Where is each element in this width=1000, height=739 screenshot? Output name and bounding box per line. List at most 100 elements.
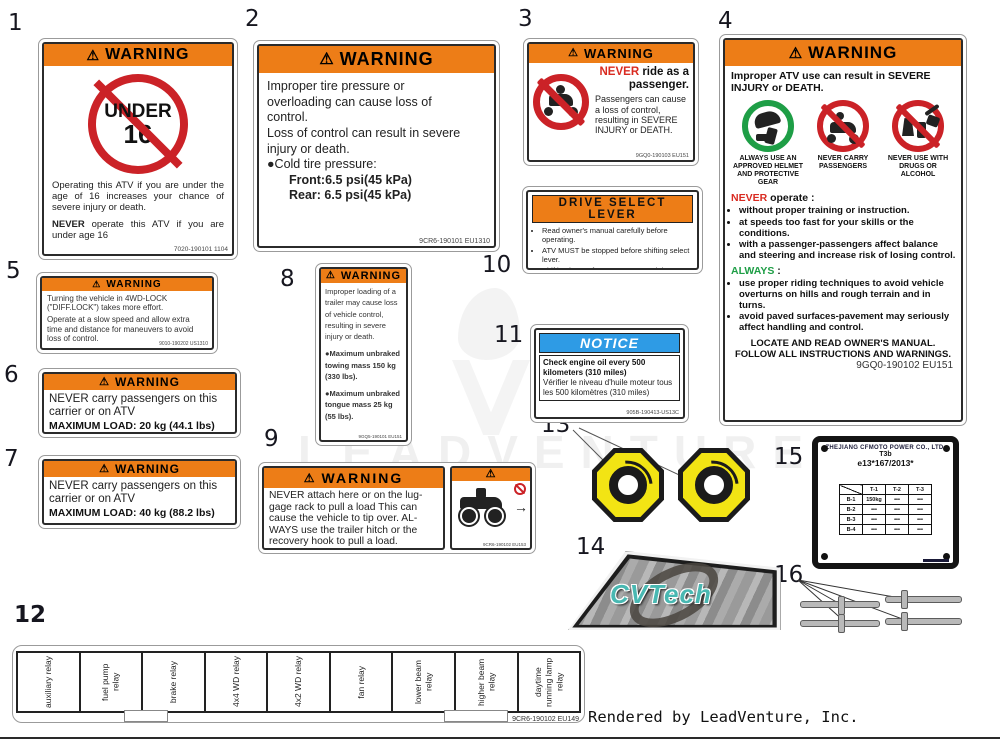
relay-cell: 4x2 WD relay — [268, 653, 331, 711]
warning-triangle-icon: ⚠ — [485, 468, 497, 480]
never-red: NEVER — [599, 66, 640, 78]
decal1-p2-rest: operate this ATV if you are under age 16 — [52, 219, 224, 241]
relay-label: 4x2 WD relay — [293, 656, 304, 708]
warning-title: WARNING — [105, 46, 190, 63]
decal9-part-code: 9CR6-190102 EU153 — [482, 542, 526, 547]
cvtech-logo: CVTech — [610, 579, 712, 609]
decal4-footer-line2: FOLLOW ALL INSTRUCTIONS AND WARNINGS. — [734, 348, 952, 360]
decal7-max-load: MAXIMUM LOAD: 40 kg (88.2 lbs) — [49, 507, 215, 520]
callout-8[interactable]: 8 — [280, 266, 295, 292]
relay-label: fuel pump relay — [100, 663, 121, 701]
table-cell: ••• — [908, 524, 932, 535]
warning-triangle-icon: ⚠ — [99, 375, 110, 388]
warning-header: ⚠ WARNING — [529, 44, 693, 63]
decal-4wd-lock-warning: ⚠ WARNING Turning the vehicle in 4WD-LOC… — [36, 272, 218, 354]
decal-trailer-loading-warning: ⚠ WARNING Improper loading of a trailer … — [315, 263, 412, 446]
warning-title: WARNING — [808, 43, 898, 62]
warning-title: WARNING — [114, 375, 180, 389]
decal8-tongue-mass: ●Maximum unbraked tongue mass 25 kg (55 … — [325, 389, 400, 421]
callout-1[interactable]: 1 — [8, 10, 23, 36]
relay-cell: fuel pump relay — [81, 653, 144, 711]
plate-type-approval-class: T3b — [879, 451, 892, 458]
callout-10[interactable]: 10 — [482, 252, 512, 278]
table-row-header: B-2 — [839, 504, 863, 515]
table-col-header: T-1 — [862, 484, 886, 495]
callout-6[interactable]: 6 — [4, 362, 19, 388]
table-cell: 150kg — [862, 494, 886, 505]
decal3-title-line2: passenger. — [628, 78, 689, 91]
render-credit: Rendered by LeadVenture, Inc. — [588, 708, 859, 726]
table-cell: ••• — [885, 494, 909, 505]
decal8-towing-mass: ●Maximum unbraked towing mass 150 kg (33… — [325, 349, 400, 381]
warning-triangle-icon: ⚠ — [568, 47, 580, 59]
relay-cell: fan relay — [331, 653, 394, 711]
relay-cell: lower beam relay — [393, 653, 456, 711]
decal-drive-select-lever: DRIVE SELECT LEVER Read owner's manual c… — [522, 186, 703, 274]
callout-11[interactable]: 11 — [494, 322, 524, 348]
cap-nut-octagon — [592, 448, 664, 522]
decal-engine-oil-notice: NOTICE Check engine oil every 500 kilome… — [530, 324, 689, 423]
decal1-paragraph-2: NEVER operate this ATV if you are under … — [44, 213, 232, 241]
warning-header: ⚠ WARNING — [725, 40, 961, 66]
callout-15[interactable]: 15 — [774, 444, 804, 470]
callout-14[interactable]: 14 — [576, 534, 606, 560]
relay-strip-tab — [124, 710, 168, 722]
leadventure-v-watermark — [452, 360, 530, 435]
decal-no-tow-point-warning: ⚠ WARNING NEVER attach here or on the lu… — [258, 462, 536, 554]
callout-2[interactable]: 2 — [245, 6, 260, 32]
never-item: without proper training or instruction. — [739, 206, 957, 217]
decal3-body: Passengers can cause a loss of control, … — [595, 94, 687, 136]
decal9-body: NEVER attach here or on the lug-gage rac… — [269, 490, 423, 548]
callout-16[interactable]: 16 — [774, 562, 804, 588]
warning-title: WARNING — [114, 462, 180, 476]
warning-triangle-icon: ⚠ — [99, 462, 110, 475]
table-col-header: T-3 — [908, 484, 932, 495]
table-cell: ••• — [862, 524, 886, 535]
drive-select-item: ATV MUST be stopped before shifting sele… — [542, 246, 693, 265]
callout-7[interactable]: 7 — [4, 446, 19, 472]
notice-english-text: Check engine oil every 500 kilometers (3… — [543, 358, 646, 377]
callout-12[interactable]: 12 — [14, 602, 47, 628]
decal-cvtech: CVTech — [568, 549, 781, 641]
cap-nut-octagon — [678, 448, 750, 522]
relay-label: higher beam relay — [475, 658, 497, 706]
relay-cell: daytime running lamp relay — [519, 653, 580, 711]
callout-3[interactable]: 3 — [518, 6, 533, 32]
warning-title: WARNING — [340, 270, 402, 282]
table-cell: ••• — [885, 514, 909, 525]
table-corner-cell — [839, 484, 863, 495]
plate-company-name: ZHEJIANG CFMOTO POWER CO., LTD. — [825, 445, 946, 451]
table-cell: ••• — [908, 494, 932, 505]
table-cell: ••• — [908, 504, 932, 515]
warning-triangle-icon: ⚠ — [303, 471, 317, 485]
never-item: at speeds too fast for your skills or th… — [739, 217, 957, 239]
warning-header-mini: ⚠ — [452, 468, 530, 481]
warning-triangle-icon: ⚠ — [92, 279, 102, 289]
screw-pin — [901, 590, 908, 609]
decal6-text: NEVER carry passengers on this carrier o… — [49, 393, 218, 419]
relay-label: auxiliary relay — [42, 656, 53, 708]
decal-carrier-load-40kg-warning: ⚠ WARNING NEVER carry passengers on this… — [38, 455, 241, 529]
notice-title: NOTICE — [539, 333, 680, 353]
callout-4[interactable]: 4 — [718, 8, 733, 34]
decal-no-passenger-warning: ⚠ WARNING NEVER ride as a pas — [523, 38, 699, 166]
table-row-header: B-1 — [839, 494, 863, 505]
decal4-part-code: 9GQ0-190102 EU151 — [856, 360, 953, 372]
warning-title: WARNING — [339, 49, 434, 69]
decal11-part-code: 905B-190413-US13C — [626, 410, 679, 416]
relay-label: daytime running lamp relay — [532, 657, 565, 707]
helmet-pictogram: ALWAYS USE AN APPROVED HELMET AND PROTEC… — [731, 100, 805, 187]
decal2-line: Improper tire pressure or — [267, 79, 405, 93]
decal1-paragraph-1: Operating this ATV if you are under the … — [52, 180, 224, 213]
table-cell: ••• — [862, 514, 886, 525]
warning-header: ⚠ WARNING — [42, 278, 212, 291]
callout-9[interactable]: 9 — [264, 426, 279, 452]
always-rest: : — [774, 265, 781, 278]
helmet-caption: ALWAYS USE AN APPROVED HELMET AND PROTEC… — [732, 155, 803, 187]
never-item: with a passenger-passengers affect balan… — [739, 239, 957, 261]
decal6-max-load: MAXIMUM LOAD: 20 kg (44.1 lbs) — [49, 420, 215, 433]
warning-header: ⚠ WARNING — [44, 374, 235, 390]
screw — [885, 618, 962, 625]
relay-cell: brake relay — [143, 653, 206, 711]
callout-5[interactable]: 5 — [6, 258, 21, 284]
